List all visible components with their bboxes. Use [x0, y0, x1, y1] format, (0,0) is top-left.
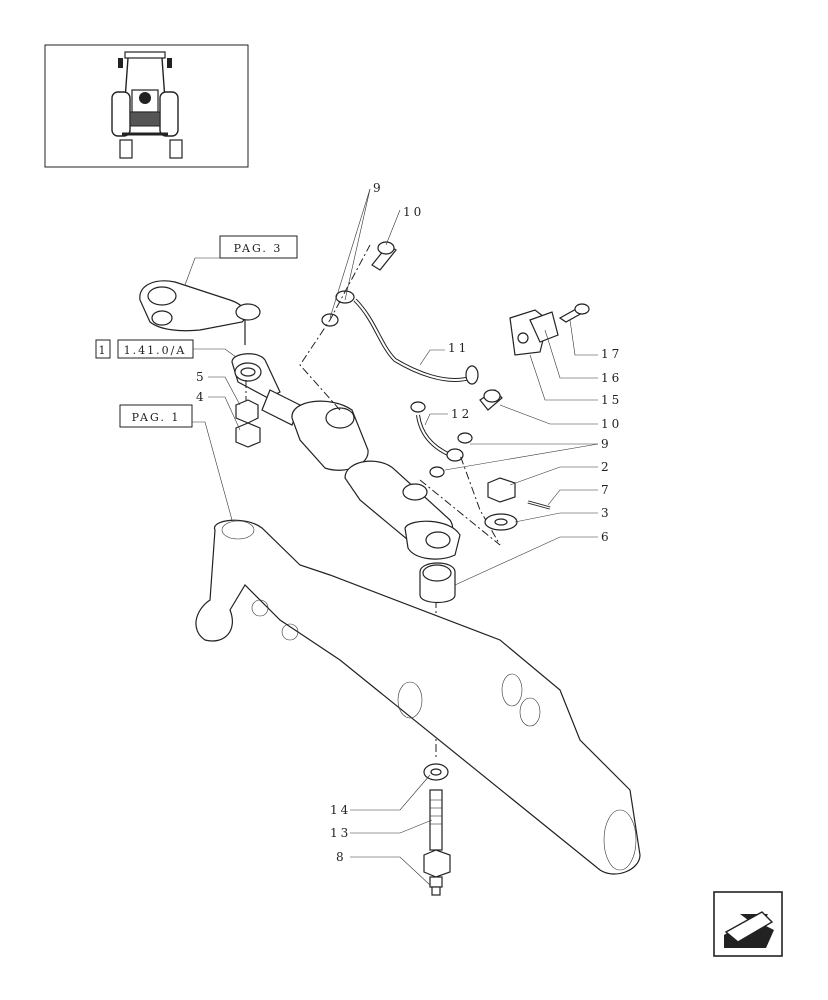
next-page-arrow-icon[interactable]	[713, 891, 783, 957]
callout-17: 17	[601, 347, 622, 361]
hydraulic-hose-12	[410, 389, 503, 478]
nut-5	[235, 399, 259, 424]
ref-label-num: 1	[99, 344, 108, 357]
castle-nut-2	[487, 477, 516, 503]
ball-joint-left	[231, 353, 281, 410]
ref-box-pag3[interactable]: PAG. 3	[219, 235, 298, 259]
washer-14	[423, 763, 449, 781]
ref-label-pag3: PAG. 3	[234, 242, 283, 255]
ref-box-1410a[interactable]: 1 1.41.0/A	[95, 339, 194, 359]
nut-4	[235, 422, 261, 448]
bracket-15	[509, 309, 559, 356]
washer-3	[484, 513, 518, 531]
callout-11: 11	[448, 341, 469, 355]
callout-15: 15	[601, 393, 622, 407]
callout-7: 7	[601, 483, 612, 497]
cotter-pin-7	[527, 500, 551, 510]
callout-3: 3	[601, 506, 612, 520]
hydraulic-cylinder	[261, 389, 461, 560]
ref-label-pag1: PAG. 1	[132, 411, 181, 424]
ref-box-pag1[interactable]: PAG. 1	[119, 404, 193, 428]
callout-12: 12	[451, 407, 472, 421]
steering-arm	[139, 280, 261, 345]
ref-label-code: 1.41.0/A	[124, 344, 187, 357]
callout-9-top: 9	[373, 181, 384, 195]
tractor-thumbnail-icon	[44, 44, 249, 168]
callout-13: 13	[330, 826, 351, 840]
callout-16: 16	[601, 371, 622, 385]
callout-5: 5	[196, 370, 207, 384]
callout-6: 6	[601, 530, 612, 544]
callout-2: 2	[601, 460, 612, 474]
callout-8: 8	[336, 850, 347, 864]
front-axle-beam	[195, 519, 641, 875]
hydraulic-hose-11	[321, 241, 479, 385]
callout-9-right: 9	[601, 437, 612, 451]
callout-10-top: 10	[403, 205, 424, 219]
bolt-13	[429, 789, 443, 851]
callout-14: 14	[330, 803, 351, 817]
pivot-pin-6	[419, 562, 456, 604]
bolt-17	[558, 303, 590, 323]
callout-4: 4	[196, 390, 207, 404]
nut-8	[423, 849, 451, 896]
callout-10-right: 10	[601, 417, 622, 431]
